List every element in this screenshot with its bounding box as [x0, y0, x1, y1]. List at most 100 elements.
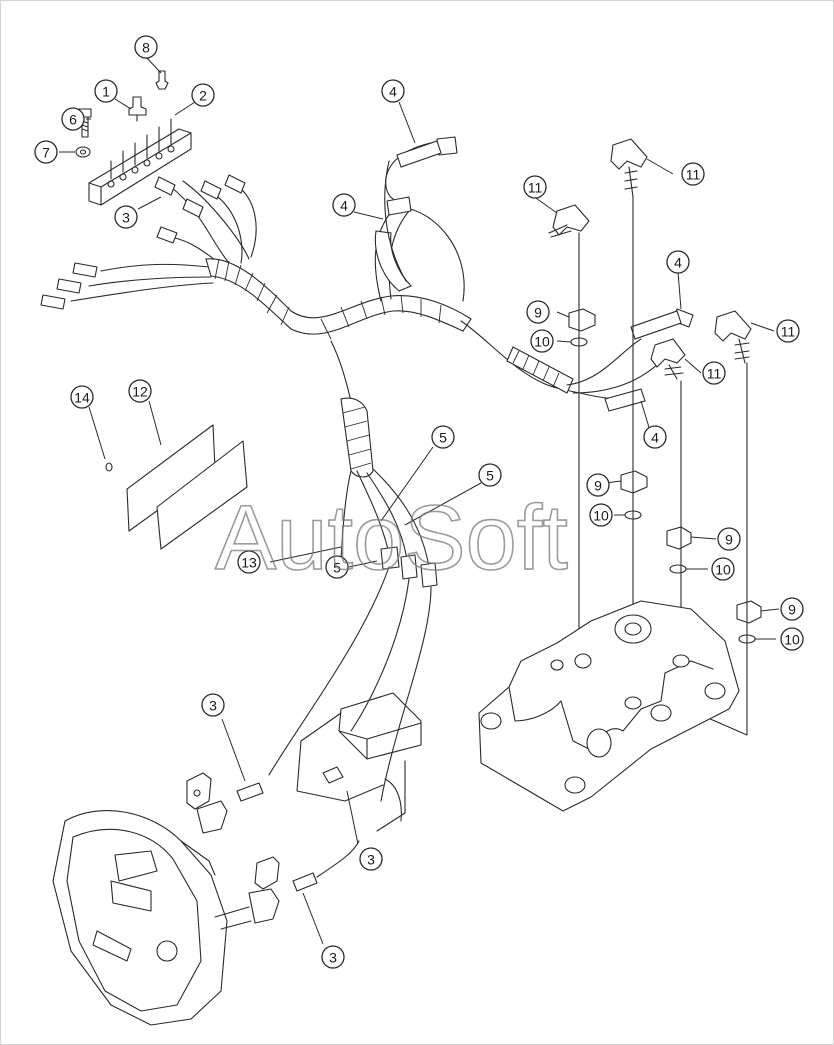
callout-circle: [589, 503, 613, 527]
callout-circle: [134, 35, 158, 59]
callout-3: 3: [201, 693, 225, 717]
callout-12: 12: [128, 379, 152, 403]
flywheel-housing: [52, 810, 228, 1026]
callout-label: 9: [725, 532, 733, 548]
callout-circle: [681, 162, 705, 186]
callout-9: 9: [780, 597, 804, 621]
callout-circle: [523, 175, 547, 199]
callout-circle: [702, 361, 726, 385]
sensor-leads: [236, 566, 432, 892]
callout-1: 1: [94, 79, 118, 103]
callout-label: 7: [42, 145, 50, 161]
callout-label: 10: [534, 334, 550, 350]
callout-label: 3: [367, 852, 375, 868]
callout-10: 10: [589, 503, 613, 527]
callout-11: 11: [702, 361, 726, 385]
pump-housing: [478, 600, 740, 812]
callout-circle: [61, 107, 85, 131]
callout-8: 8: [134, 35, 158, 59]
callout-6: 6: [61, 107, 85, 131]
harness-connectors: [40, 136, 694, 588]
callout-9: 9: [526, 300, 550, 324]
callout-label: 11: [686, 167, 701, 183]
callout-4: 4: [643, 425, 667, 449]
callout-4: 4: [666, 250, 690, 274]
callout-label: 9: [534, 305, 542, 321]
callout-11: 11: [776, 319, 800, 343]
callout-label: 5: [333, 560, 341, 576]
callout-circle: [70, 385, 94, 409]
callout-circle: [321, 945, 345, 969]
assembly-guide-lines: [578, 196, 748, 736]
callout-14: 14: [70, 385, 94, 409]
callout-circle: [332, 193, 356, 217]
callout-label: 5: [439, 430, 447, 446]
relay-box: [296, 692, 422, 832]
callout-label: 4: [651, 430, 659, 446]
callout-label: 9: [788, 602, 796, 618]
callout-circle: [114, 205, 138, 229]
callout-label: 4: [340, 198, 348, 214]
callout-circle: [780, 627, 804, 651]
terminal-stud-part: [128, 96, 147, 122]
callout-circle: [381, 79, 405, 103]
callout-label: 11: [528, 180, 543, 196]
sensor-brackets: [186, 772, 280, 930]
callout-circle: [201, 693, 225, 717]
callout-label: 3: [122, 210, 130, 226]
callout-circle: [526, 300, 550, 324]
sensor-plug-part: [155, 70, 169, 90]
callout-label: 4: [389, 84, 397, 100]
callout-10: 10: [780, 627, 804, 651]
callout-label: 13: [241, 555, 257, 571]
callout-circle: [643, 425, 667, 449]
washer-part: [75, 146, 91, 158]
callout-11: 11: [681, 162, 705, 186]
callout-circle: [237, 550, 261, 574]
callout-label: 3: [209, 698, 217, 714]
leader-lines: [59, 56, 780, 945]
callout-label: 12: [132, 384, 148, 400]
callout-label: 5: [486, 468, 494, 484]
nuts-and-orings: [568, 308, 762, 644]
callout-circle: [586, 473, 610, 497]
callout-label: 2: [199, 88, 207, 104]
callout-label: 11: [781, 324, 796, 340]
callout-label: 10: [784, 632, 800, 648]
callout-9: 9: [717, 527, 741, 551]
callout-label: 3: [329, 950, 337, 966]
callout-5: 5: [431, 425, 455, 449]
callout-label: 9: [594, 478, 602, 494]
terminal-block: [88, 118, 192, 206]
callout-10: 10: [711, 557, 735, 581]
callout-circle: [780, 597, 804, 621]
callout-3: 3: [359, 847, 383, 871]
callout-2: 2: [191, 83, 215, 107]
callout-circle: [191, 83, 215, 107]
callout-4: 4: [381, 79, 405, 103]
callout-3: 3: [321, 945, 345, 969]
callout-circle: [711, 557, 735, 581]
callout-5: 5: [478, 463, 502, 487]
watermark: AutoSoft: [214, 486, 569, 590]
callout-label: 1: [102, 84, 110, 100]
callout-circle: [666, 250, 690, 274]
callout-4: 4: [332, 193, 356, 217]
callout-11: 11: [523, 175, 547, 199]
watermark-text: AutoSoft: [215, 487, 568, 589]
callout-circle: [325, 555, 349, 579]
callout-label: 10: [593, 508, 609, 524]
callout-circle: [359, 847, 383, 871]
callout-10: 10: [530, 329, 554, 353]
callout-circle: [478, 463, 502, 487]
callout-circle: [717, 527, 741, 551]
callout-circle: [34, 140, 58, 164]
callout-7: 7: [34, 140, 58, 164]
hoses: [396, 140, 682, 412]
callout-circle: [431, 425, 455, 449]
label-sheets: [105, 424, 248, 550]
wire-harness: [70, 140, 662, 568]
callout-label: 11: [707, 366, 722, 382]
